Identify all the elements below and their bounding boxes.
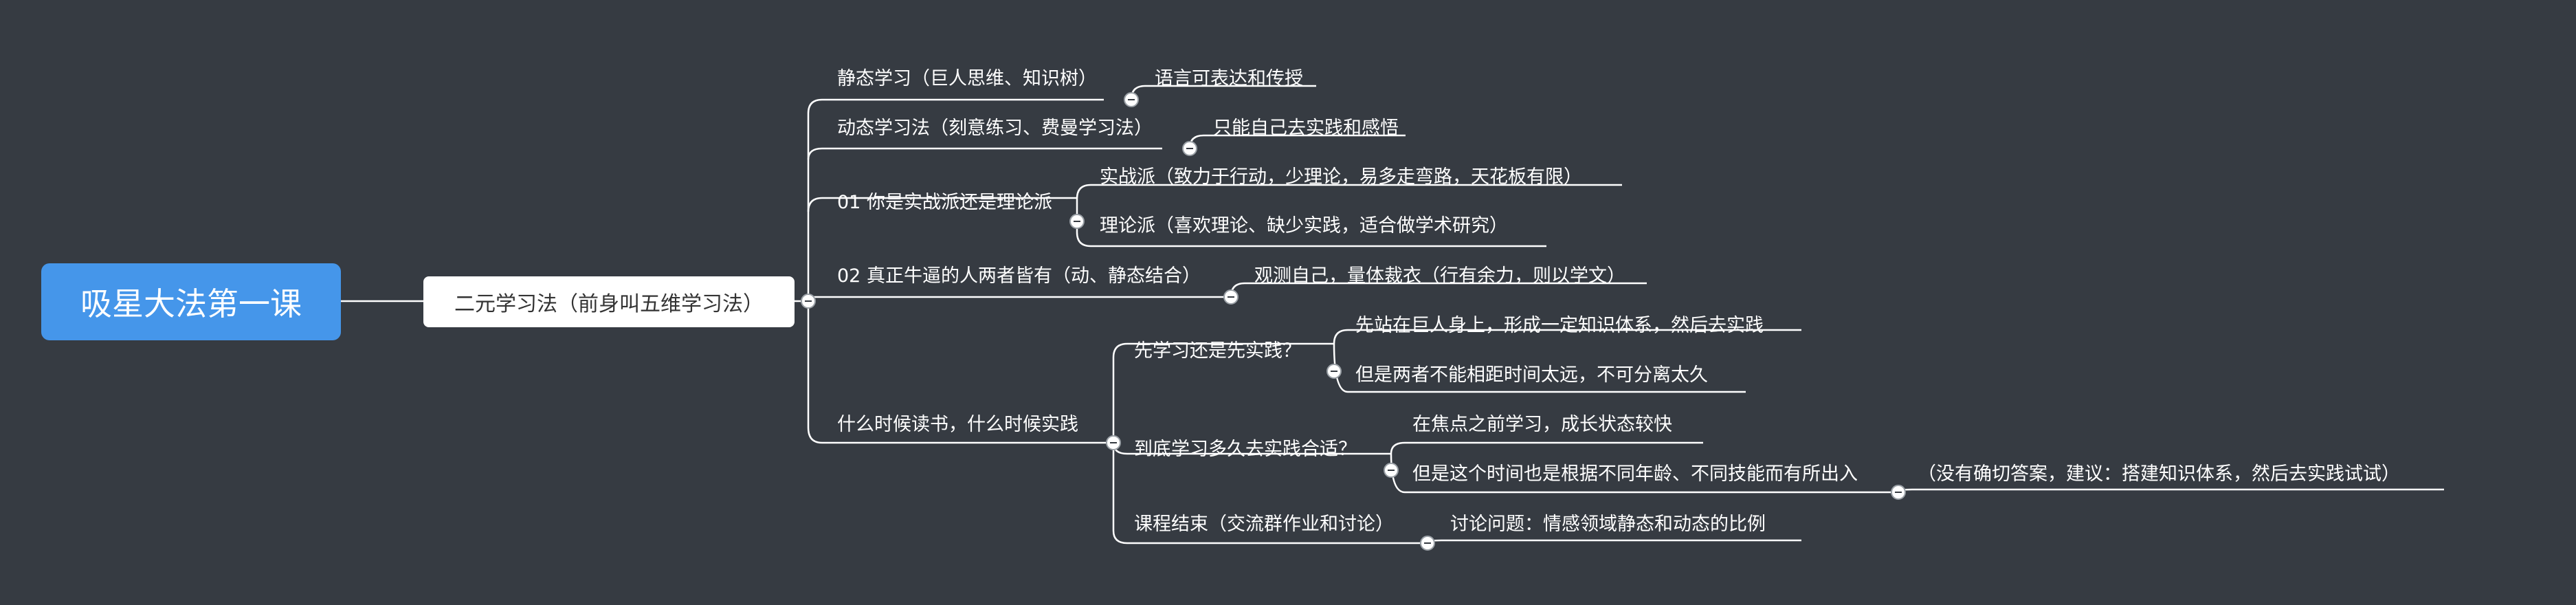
sub-3-label[interactable]: 课程结束（交流群作业和讨论） <box>1134 514 1394 535</box>
collapse-b5[interactable] <box>1106 435 1121 450</box>
connector-l1-b3 <box>807 197 1077 212</box>
collapse-b4[interactable] <box>1223 289 1239 305</box>
branch-2-label[interactable]: 动态学习法（刻意练习、费曼学习法） <box>837 118 1153 139</box>
collapse-level1[interactable] <box>801 294 816 309</box>
branch-3-child-2[interactable]: 理论派（喜欢理论、缺少实践，适合做学术研究） <box>1100 215 1508 236</box>
connector-s2-bottom <box>1390 453 1898 494</box>
level1-label: 二元学习法（前身叫五维学习法） <box>454 292 764 316</box>
collapse-b3[interactable] <box>1069 214 1085 229</box>
sub-2-child-2[interactable]: 但是这个时间也是根据不同年龄、不同技能而有所出入 <box>1412 463 1858 485</box>
collapse-b2[interactable] <box>1182 141 1197 156</box>
collapse-b1[interactable] <box>1124 92 1139 107</box>
branch-4-child[interactable]: 观测自己，量体裁衣（行有余力，则以学文） <box>1254 265 1625 287</box>
connector-s1-bottom <box>1333 343 1746 393</box>
connector-b5-bottom <box>1112 443 1428 544</box>
level1-node[interactable]: 二元学习法（前身叫五维学习法） <box>423 276 795 327</box>
sub-2-extra[interactable]: （没有确切答案，建议：搭建知识体系，然后去实践试试） <box>1918 463 2400 485</box>
branch-4-label[interactable]: 02 真正牛逼的人两者皆有（动、静态结合） <box>837 265 1201 287</box>
sub-1-child-1[interactable]: 先站在巨人身上，形成一定知识体系，然后去实践 <box>1355 315 1764 336</box>
collapse-s2[interactable] <box>1384 463 1399 478</box>
root-node[interactable]: 吸星大法第一课 <box>41 263 341 340</box>
sub-2-label[interactable]: 到底学习多久去实践合适？ <box>1134 439 1357 460</box>
collapse-s3[interactable] <box>1420 536 1435 551</box>
connector-l1-b2 <box>807 147 1162 160</box>
branch-5-label[interactable]: 什么时候读书，什么时候实践 <box>837 414 1078 435</box>
connector-l1-b4 <box>807 296 1231 308</box>
collapse-s1[interactable] <box>1326 364 1342 379</box>
branch-1-child[interactable]: 语言可表达和传授 <box>1155 68 1303 89</box>
connector-b3-bottom <box>1076 221 1546 248</box>
connector-b3-top <box>1076 184 1622 221</box>
root-label: 吸星大法第一课 <box>80 285 302 322</box>
collapse-s2-extra[interactable] <box>1891 485 1906 500</box>
connector-s2-top <box>1390 441 1703 454</box>
branch-2-child[interactable]: 只能自己去实践和感悟 <box>1213 118 1399 139</box>
connector-s1-top <box>1333 329 1801 344</box>
branch-3-child-1[interactable]: 实战派（致力于行动，少理论，易多走弯路，天花板有限） <box>1100 166 1582 188</box>
branch-3-label[interactable]: 01 你是实战派还是理论派 <box>837 192 1052 213</box>
connector-s2-extra <box>1897 488 2444 493</box>
connector-l1-trunk <box>807 98 1104 294</box>
sub-1-child-2[interactable]: 但是两者不能相距时间太远，不可分离太久 <box>1355 364 1708 386</box>
sub-2-child-1[interactable]: 在焦点之前学习，成长状态较快 <box>1412 414 1672 435</box>
connector-l1-b5 <box>807 308 1113 444</box>
sub-3-child[interactable]: 讨论问题：情感领域静态和动态的比例 <box>1450 514 1766 535</box>
sub-1-label[interactable]: 先学习还是先实践？ <box>1134 340 1301 362</box>
branch-1-label[interactable]: 静态学习（巨人思维、知识树） <box>837 68 1097 89</box>
connector-s3-child <box>1426 539 1801 544</box>
connector-b5-trunk <box>1112 342 1334 443</box>
